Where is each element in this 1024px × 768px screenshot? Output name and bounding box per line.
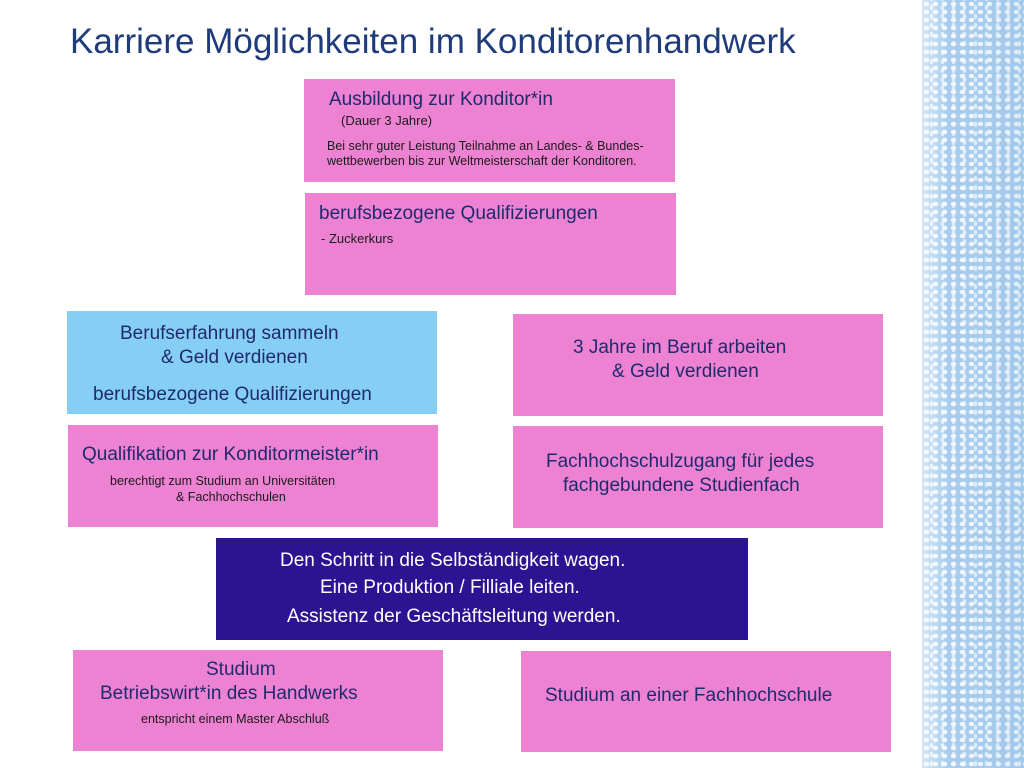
studium-fh-line-1: Studium an einer Fachhochschule — [545, 685, 833, 706]
box-selbstaendigkeit: Den Schritt in die Selbständigkeit wagen… — [216, 538, 748, 640]
berufserfahrung-line-3: berufsbezogene Qualifizierungen — [93, 384, 372, 405]
ausbildung-note-1: Bei sehr guter Leistung Teilnahme an Lan… — [327, 139, 644, 153]
studium-bw-line-2: Betriebswirt*in des Handwerks — [100, 683, 358, 704]
meister-note-1: berechtigt zum Studium an Universitäten — [110, 474, 336, 488]
box-berufserfahrung: Berufserfahrung sammeln & Geld verdienen… — [67, 311, 437, 414]
berufserfahrung-line-1: Berufserfahrung sammeln — [120, 323, 339, 344]
page-title: Karriere Möglichkeiten im Konditorenhand… — [70, 22, 796, 61]
qualifizierungen-heading: berufsbezogene Qualifizierungen — [319, 203, 598, 224]
qualifizierungen-item: - Zuckerkurs — [321, 231, 394, 246]
decorative-texture-shade — [922, 0, 1024, 768]
selbstaendigkeit-line-1: Den Schritt in die Selbständigkeit wagen… — [280, 550, 626, 571]
fachhochschulzugang-line-2: fachgebundene Studienfach — [563, 475, 800, 496]
box-fachhochschulzugang: Fachhochschulzugang für jedes fachgebund… — [513, 426, 883, 528]
ausbildung-note-2: wettbewerben bis zur Weltmeisterschaft d… — [327, 154, 637, 168]
box-qualifizierungen: berufsbezogene Qualifizierungen - Zucker… — [305, 193, 676, 295]
box-meister: Qualifikation zur Konditormeister*in ber… — [68, 425, 438, 527]
box-studium-betriebswirt: Studium Betriebswirt*in des Handwerks en… — [73, 650, 443, 751]
box-ausbildung: Ausbildung zur Konditor*in (Dauer 3 Jahr… — [304, 79, 675, 182]
selbstaendigkeit-line-3: Assistenz der Geschäftsleitung werden. — [287, 606, 621, 627]
berufserfahrung-line-2: & Geld verdienen — [161, 347, 308, 368]
meister-note-2: & Fachhochschulen — [176, 490, 286, 504]
box-studium-fachhochschule: Studium an einer Fachhochschule — [521, 651, 891, 752]
studium-bw-line-1: Studium — [206, 659, 276, 680]
drei-jahre-line-1: 3 Jahre im Beruf arbeiten — [573, 337, 787, 358]
ausbildung-heading: Ausbildung zur Konditor*in — [329, 89, 553, 110]
box-drei-jahre: 3 Jahre im Beruf arbeiten & Geld verdien… — [513, 314, 883, 416]
selbstaendigkeit-line-2: Eine Produktion / Filliale leiten. — [320, 577, 580, 598]
ausbildung-duration: (Dauer 3 Jahre) — [341, 113, 433, 128]
drei-jahre-line-2: & Geld verdienen — [612, 361, 759, 382]
meister-heading: Qualifikation zur Konditormeister*in — [82, 444, 379, 465]
studium-bw-note: entspricht einem Master Abschluß — [141, 712, 330, 726]
fachhochschulzugang-line-1: Fachhochschulzugang für jedes — [546, 451, 815, 472]
